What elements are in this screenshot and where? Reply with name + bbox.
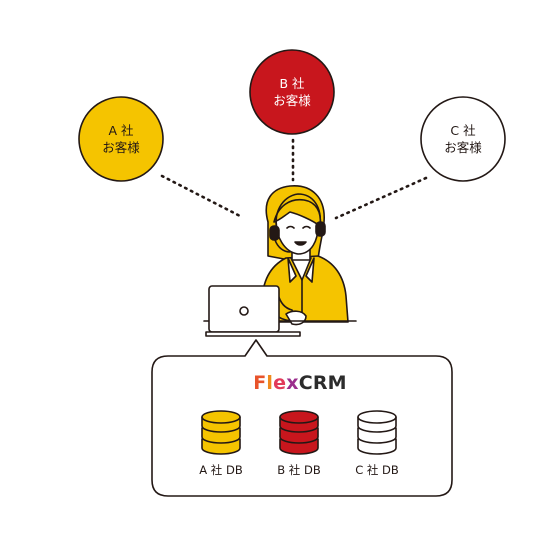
customer-b-bubble: [249, 49, 335, 135]
logo-crm: CRM: [298, 372, 347, 394]
customer-b-label: B 社 お客様: [252, 75, 332, 109]
logo-letter: e: [273, 372, 287, 394]
customer-c-role: お客様: [444, 140, 482, 155]
customer-c-label: C 社 お客様: [423, 122, 503, 156]
logo-letter: l: [266, 372, 274, 394]
logo-letter: F: [253, 372, 267, 394]
customer-a-role: お客様: [102, 140, 140, 155]
db-top: [357, 410, 397, 424]
connector-a: [160, 174, 242, 218]
customer-c-bubble: [420, 96, 506, 182]
flexcrm-logo: FlexCRM: [240, 372, 360, 394]
customer-a-company: A 社: [108, 123, 134, 138]
logo-letter: x: [286, 372, 299, 394]
customer-b-role: お客様: [273, 93, 311, 108]
operator-illustration: [203, 185, 357, 337]
customer-a-label: A 社 お客様: [81, 122, 161, 156]
db-label-c: C 社 DB: [355, 463, 399, 477]
connector-lines: [160, 138, 428, 220]
db-icon-b: [279, 410, 319, 455]
logo-flex: Flex: [253, 372, 298, 394]
connector-c: [334, 176, 428, 220]
db-label-a: A 社 DB: [199, 463, 243, 477]
db-top: [279, 410, 319, 424]
db-top: [201, 410, 241, 424]
customer-a-bubble: [78, 96, 164, 182]
db-icon-a: [201, 410, 241, 455]
db-icon-c: [357, 410, 397, 455]
db-label-b: B 社 DB: [277, 463, 321, 477]
customer-b-company: B 社: [279, 76, 305, 91]
customer-c-company: C 社: [450, 123, 476, 138]
